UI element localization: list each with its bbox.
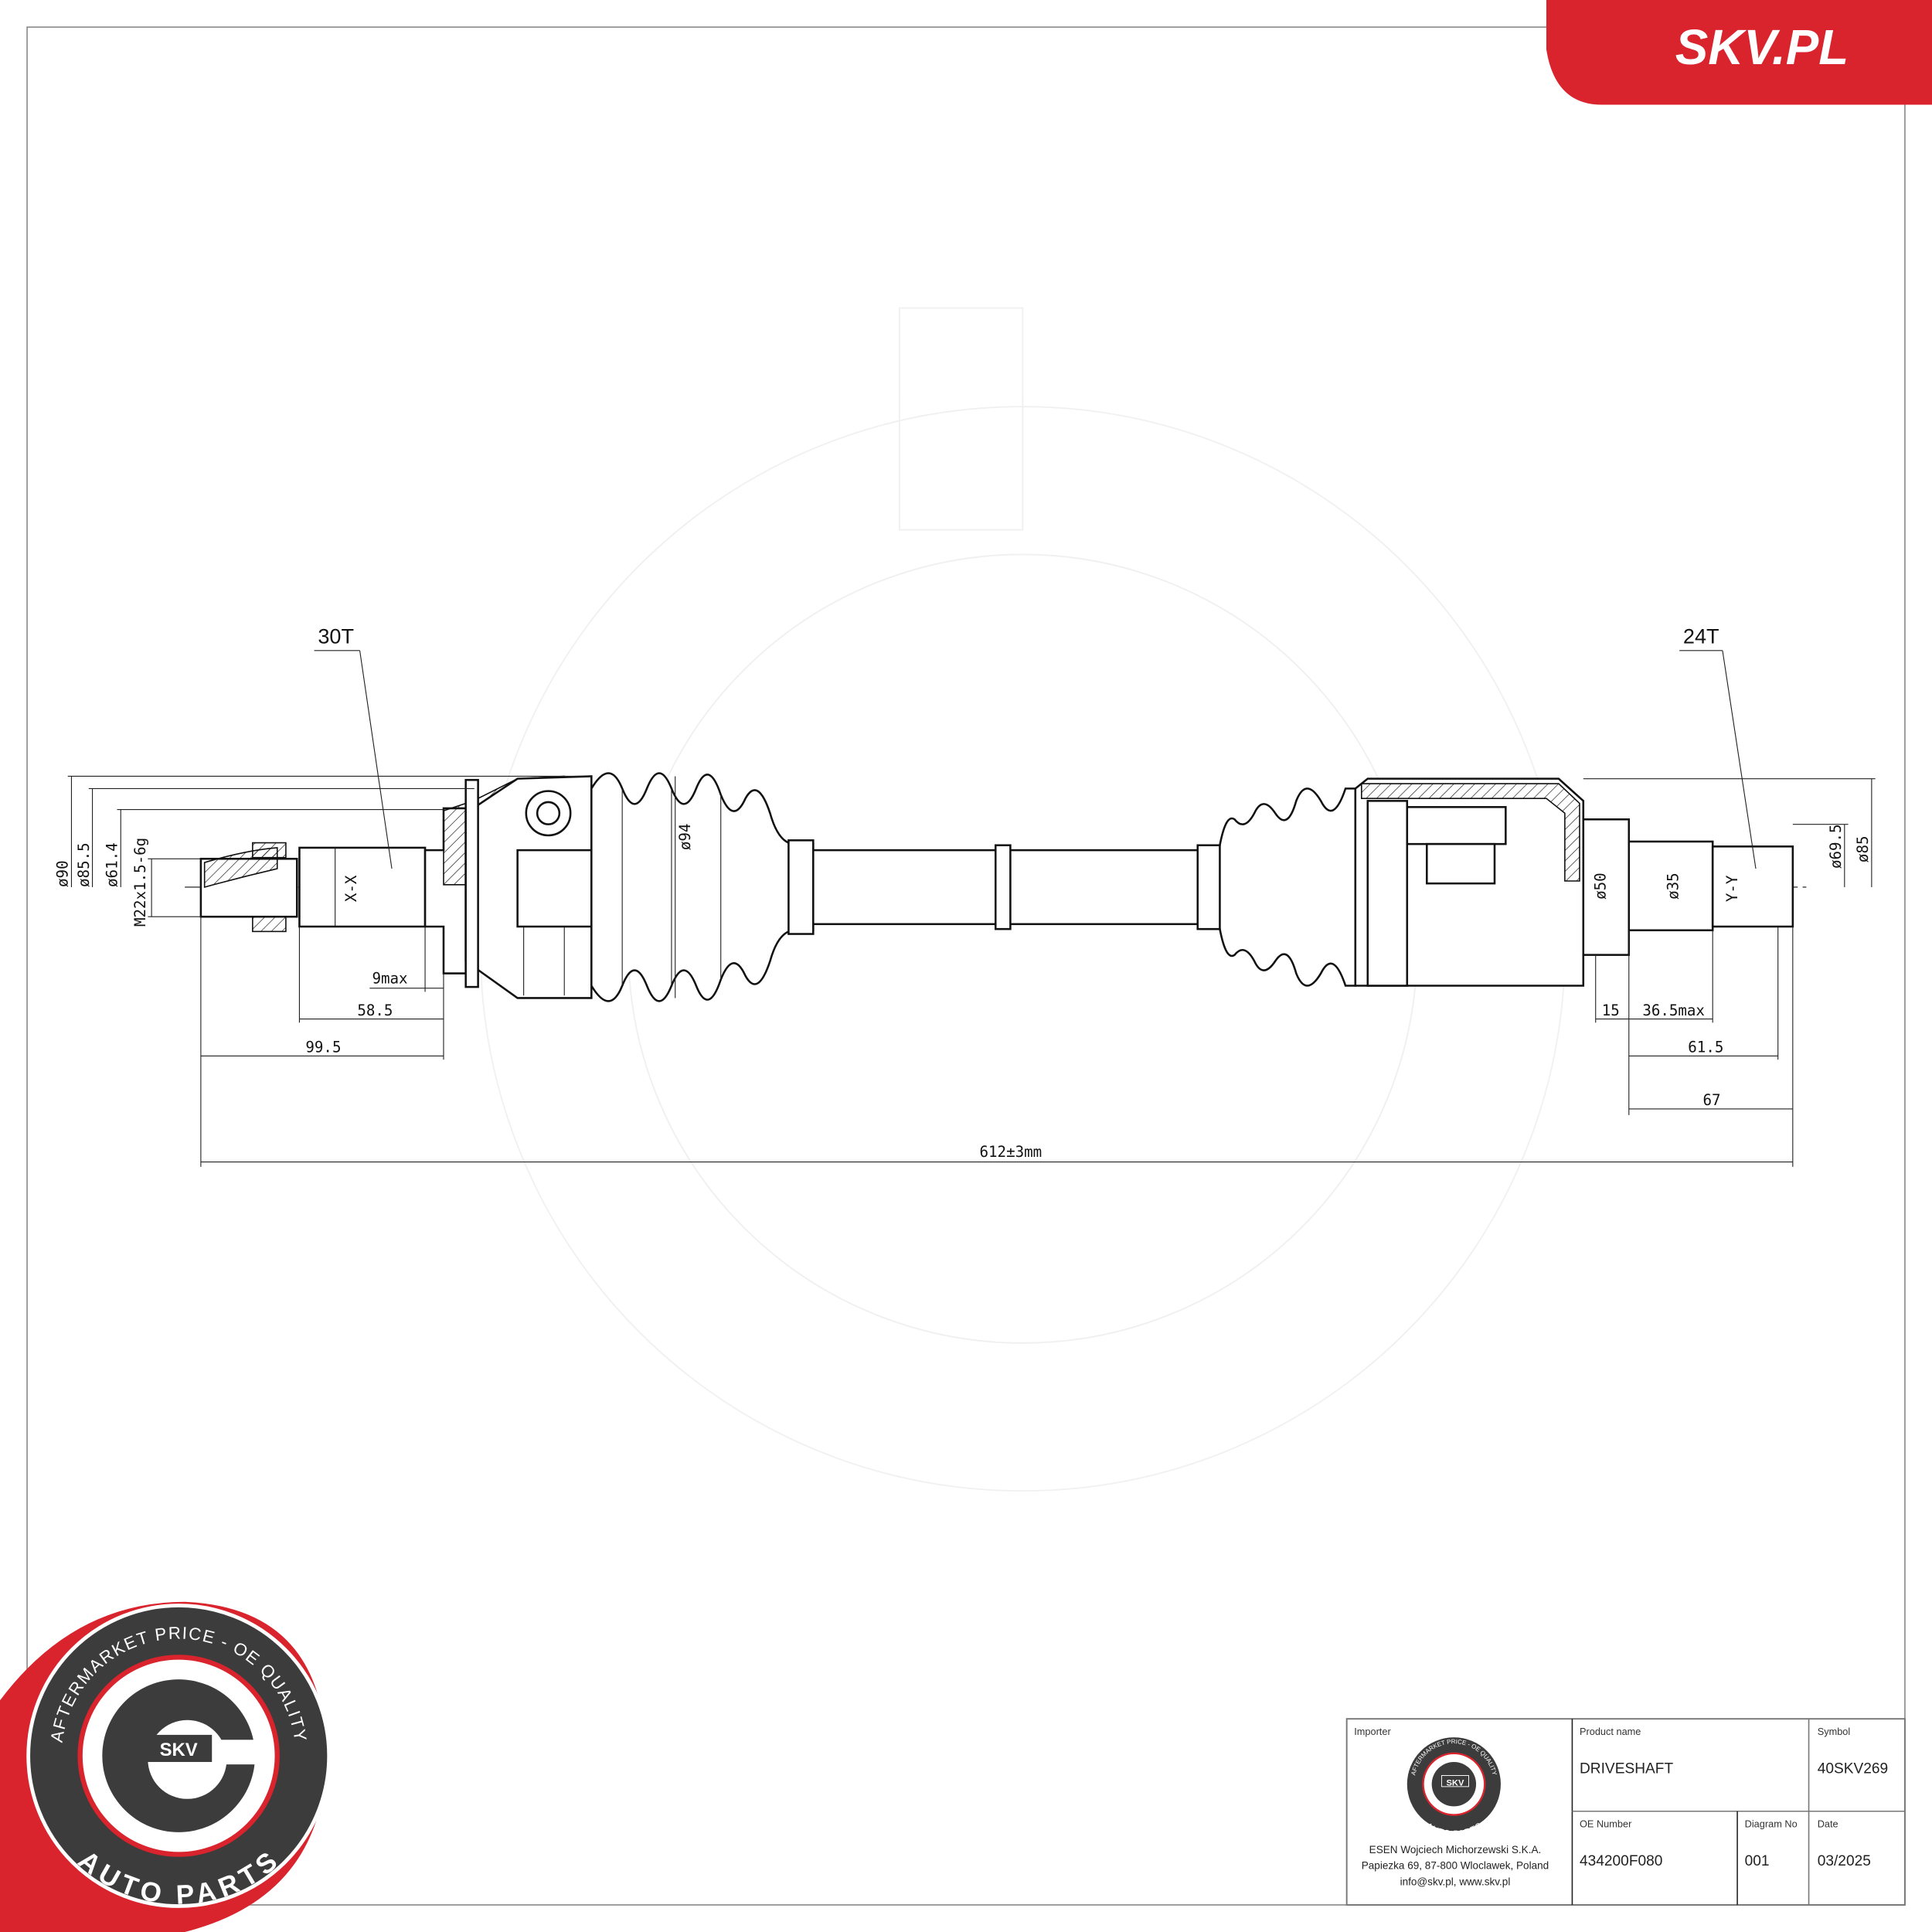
- skv-logo: SKV AFTERMARKET PRICE - OE QUALITY AUTO …: [0, 1601, 332, 1932]
- banner-text: SKV.PL: [1675, 19, 1849, 75]
- dim-d69-5: ø69.5: [1827, 824, 1845, 869]
- dim-d35: ø35: [1665, 872, 1682, 900]
- product-name-label: Product name: [1580, 1726, 1641, 1737]
- diagram-no-value: 001: [1745, 1853, 1770, 1869]
- outer-boot: [590, 772, 815, 1002]
- right-diameter-dims: ø85 ø69.5 ø50 ø35 Y-Y X-X: [342, 778, 1876, 902]
- dim-d90: ø90: [54, 860, 72, 887]
- importer-contact: info@skv.pl, www.skv.pl: [1400, 1876, 1511, 1887]
- outer-cv-joint: [199, 775, 593, 999]
- dim-d85: ø85: [1854, 836, 1872, 863]
- oe-number-value: 434200F080: [1580, 1853, 1662, 1869]
- dim-99-5: 99.5: [305, 1039, 341, 1056]
- left-diameter-dims: ø90 ø85.5 ø61.4 M22x1.5-6g ø94: [54, 775, 694, 998]
- inner-cv-joint: [1354, 777, 1794, 987]
- brand-banner[interactable]: SKV.PL: [1546, 0, 1932, 105]
- importer-name: ESEN Wojciech Michorzewski S.K.A.: [1369, 1844, 1542, 1855]
- dim-total-length: 612±3mm: [980, 1143, 1043, 1161]
- oe-number-label: OE Number: [1580, 1818, 1632, 1829]
- dim-thread: M22x1.5-6g: [131, 838, 149, 927]
- length-dims: 9max 58.5 99.5 15 36.5max 61.5 67 612±3m…: [200, 917, 1794, 1167]
- spline-callouts: 30T 24T: [314, 624, 1757, 869]
- importer-address: Papiezka 69, 87-800 Wloclawek, Poland: [1362, 1860, 1549, 1872]
- right-teeth-label: 24T: [1683, 624, 1719, 648]
- drawing-frame: [26, 26, 1906, 1906]
- diagram-no-label: Diagram No: [1745, 1818, 1798, 1829]
- section-y-y: Y-Y: [1723, 875, 1741, 902]
- dim-9max: 9max: [372, 969, 408, 987]
- dim-15: 15: [1602, 1002, 1620, 1019]
- dim-36-5max: 36.5max: [1642, 1002, 1705, 1019]
- title-block: Importer SKV AFTERMARKET PRICE - OE QUAL…: [1345, 1718, 1906, 1906]
- symbol-value: 40SKV269: [1818, 1760, 1888, 1777]
- dim-67: 67: [1702, 1091, 1720, 1109]
- importer-label: Importer: [1354, 1726, 1391, 1737]
- section-x-x: X-X: [342, 875, 360, 902]
- inner-boot: [1196, 787, 1357, 987]
- date-value: 03/2025: [1818, 1853, 1871, 1869]
- dim-58-5: 58.5: [357, 1002, 393, 1019]
- svg-text:SKV: SKV: [1446, 1778, 1464, 1787]
- dim-d94: ø94: [676, 824, 694, 851]
- date-label: Date: [1818, 1818, 1838, 1829]
- product-name-value: DRIVESHAFT: [1580, 1760, 1673, 1777]
- symbol-label: Symbol: [1818, 1726, 1851, 1737]
- dim-d50: ø50: [1591, 872, 1609, 900]
- dim-d61-4: ø61.4: [103, 842, 121, 887]
- left-teeth-label: 30T: [318, 624, 354, 648]
- logo-badge: SKV: [160, 1740, 198, 1760]
- dim-61-5: 61.5: [1688, 1039, 1723, 1056]
- shaft: [812, 844, 1202, 930]
- dim-d85-5: ø85.5: [75, 842, 93, 887]
